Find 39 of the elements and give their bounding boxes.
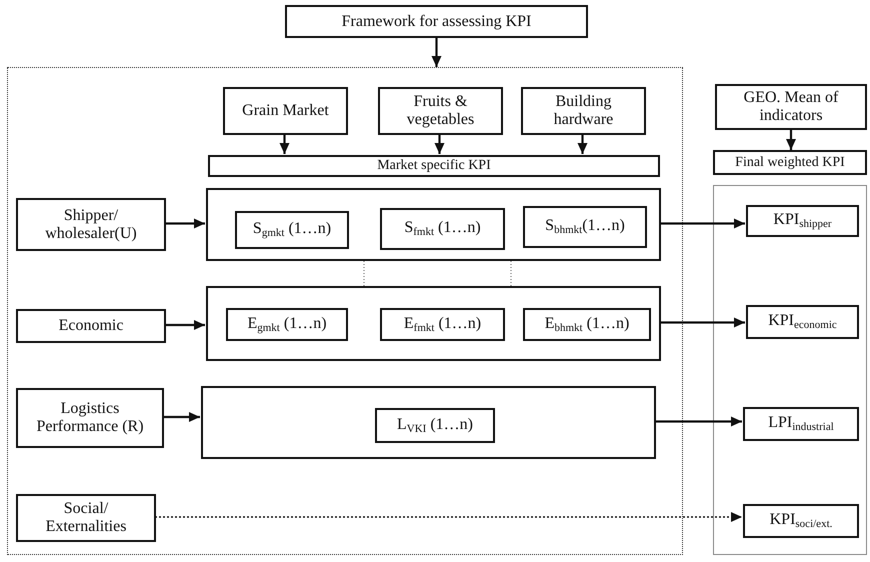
process-box: L$_{VKI}$ (1…n) <box>375 408 495 443</box>
process-box: Final weighted KPI <box>713 150 867 175</box>
process-box: S$_{bhmkt}$(1…n) <box>523 206 647 248</box>
process-box: GEO. Mean of indicators <box>715 84 867 130</box>
process-box: Market specific KPI <box>208 155 660 177</box>
process-box: Grain Market <box>223 87 348 135</box>
process-box: Fruits & vegetables <box>378 87 503 135</box>
process-box: Framework for assessing KPI <box>285 5 588 38</box>
arrow <box>155 512 742 522</box>
process-box: Building hardware <box>521 87 646 135</box>
process-box: Economic <box>16 309 166 343</box>
arrow <box>660 318 745 328</box>
process-box: E$_{bhmkt}$ (1…n) <box>523 308 651 341</box>
arrow <box>165 218 205 228</box>
process-box: S$_{fmkt}$ (1…n) <box>380 208 505 250</box>
process-box: S$_{gmkt}$ (1…n) <box>235 211 349 249</box>
arrow <box>280 134 290 154</box>
panel-frame <box>713 185 867 555</box>
dotted-frame <box>7 67 683 555</box>
process-box: Social/ Externalities <box>16 494 156 542</box>
group-box <box>201 386 656 459</box>
arrow <box>434 134 444 154</box>
process-box: LPI$_{industrial}$ <box>743 407 859 441</box>
arrow <box>660 218 745 228</box>
arrow <box>163 412 200 422</box>
group-box <box>206 286 661 361</box>
process-box: Logistics Performance (R) <box>16 388 164 448</box>
group-box <box>206 188 661 261</box>
arrow <box>165 320 205 330</box>
arrow <box>786 130 796 150</box>
process-box: Shipper/ wholesaler(U) <box>16 198 166 251</box>
process-box: E$_{gmkt}$ (1…n) <box>226 308 348 341</box>
process-box: KPI$_{economic}$ <box>746 305 859 339</box>
arrow <box>578 134 588 154</box>
process-box: E$_{fmkt}$ (1…n) <box>380 308 505 341</box>
process-box: KPI$_{shipper}$ <box>746 205 859 237</box>
arrow <box>432 38 442 67</box>
arrow <box>655 416 742 426</box>
process-box: KPI$_{soci/ext.}$ <box>743 504 859 538</box>
